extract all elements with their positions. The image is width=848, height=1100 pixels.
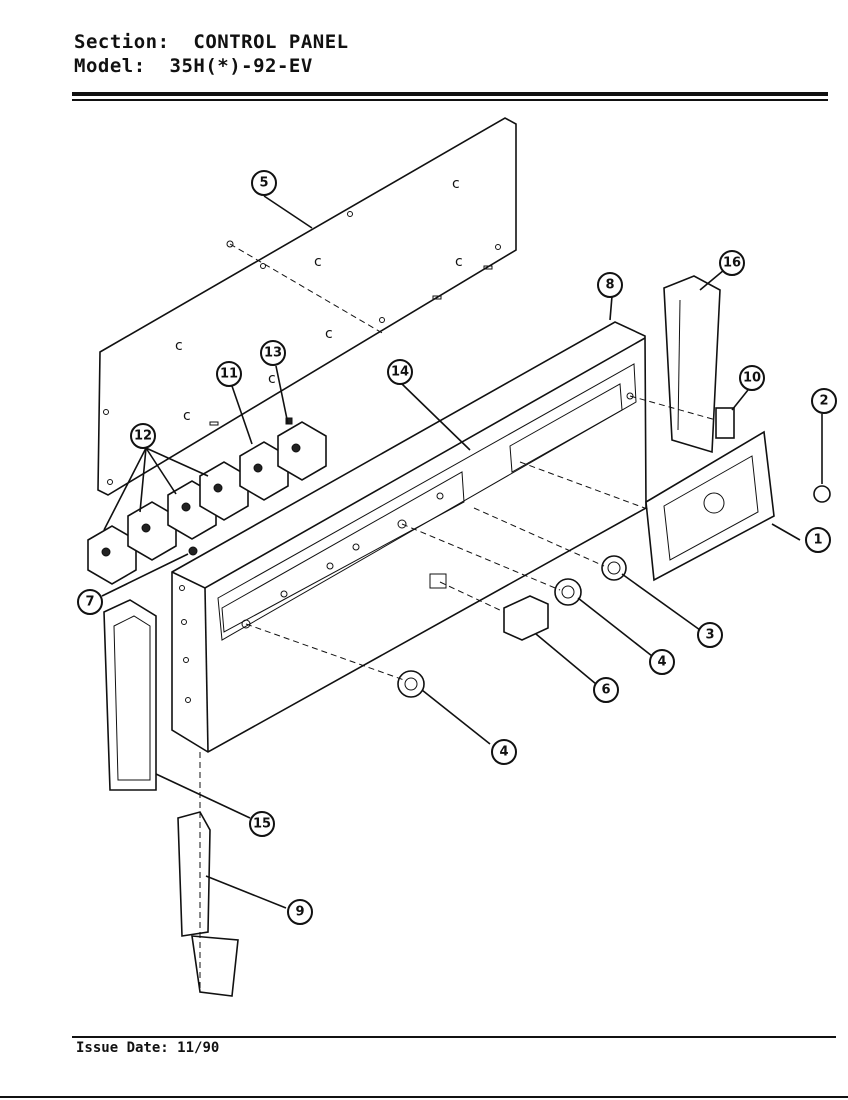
rocker-switch-small xyxy=(715,407,735,439)
screw xyxy=(813,414,831,503)
svg-text:1: 1 xyxy=(813,533,822,548)
svg-text:16: 16 xyxy=(723,256,741,271)
svg-text:c: c xyxy=(175,338,183,354)
model-label: Model: xyxy=(74,55,146,77)
svg-text:7: 7 xyxy=(85,595,94,610)
svg-text:4: 4 xyxy=(499,745,508,760)
callout-9: 9 xyxy=(287,899,313,925)
knobs xyxy=(397,555,627,698)
svg-text:c: c xyxy=(268,371,276,387)
svg-text:12: 12 xyxy=(134,429,152,444)
rotary-switches xyxy=(87,417,327,585)
model-line: Model: 35H(*)-92-EV xyxy=(74,54,349,78)
svg-text:c: c xyxy=(314,254,322,270)
callout-12: 12 xyxy=(130,423,156,449)
lower-bracket xyxy=(177,752,239,997)
callout-15: 15 xyxy=(249,811,275,837)
callout-10: 10 xyxy=(739,365,765,391)
left-end-cap xyxy=(103,599,157,791)
svg-text:11: 11 xyxy=(220,367,238,382)
svg-text:c: c xyxy=(325,326,333,342)
page-header: Section: CONTROL PANEL Model: 35H(*)-92-… xyxy=(74,30,349,78)
svg-text:c: c xyxy=(455,254,463,270)
callout-1: 1 xyxy=(805,527,831,553)
callout-13: 13 xyxy=(260,340,286,366)
issue-value: 11/90 xyxy=(177,1040,220,1056)
section-value: CONTROL PANEL xyxy=(193,31,349,53)
svg-text:8: 8 xyxy=(605,278,614,293)
header-rule-thin xyxy=(72,99,828,101)
section-line: Section: CONTROL PANEL xyxy=(74,30,349,54)
callout-3: 3 xyxy=(697,622,723,648)
svg-text:9: 9 xyxy=(295,905,304,920)
callout-4a: 4 xyxy=(649,649,675,675)
svg-text:3: 3 xyxy=(705,628,714,643)
rocker-switch xyxy=(503,595,549,641)
svg-text:13: 13 xyxy=(264,346,282,361)
model-value: 35H(*)-92-EV xyxy=(169,55,313,77)
section-label: Section: xyxy=(74,31,170,53)
issue-label: Issue Date: xyxy=(76,1040,169,1056)
issue-date: Issue Date: 11/90 xyxy=(76,1040,219,1056)
page-bottom-rule xyxy=(0,1096,848,1098)
callout-6: 6 xyxy=(593,677,619,703)
footer-rule xyxy=(72,1036,836,1038)
svg-text:2: 2 xyxy=(819,394,828,409)
svg-text:c: c xyxy=(452,176,460,192)
callout-8: 8 xyxy=(597,272,623,298)
svg-text:c: c xyxy=(183,408,191,424)
svg-text:5: 5 xyxy=(259,176,268,191)
callout-11: 11 xyxy=(216,361,242,387)
svg-text:6: 6 xyxy=(601,683,610,698)
header-rule-thick xyxy=(72,92,828,96)
svg-text:10: 10 xyxy=(743,371,761,386)
clock-frame xyxy=(645,430,775,582)
svg-text:14: 14 xyxy=(391,365,409,380)
callout-4b: 4 xyxy=(491,739,517,765)
callout-7: 7 xyxy=(77,589,103,615)
back-panel-plate: c c c c c c c xyxy=(97,117,517,496)
callout-14: 14 xyxy=(387,359,413,385)
callout-16: 16 xyxy=(719,250,745,276)
right-end-bracket xyxy=(663,275,721,454)
callout-5: 5 xyxy=(251,170,277,196)
svg-text:4: 4 xyxy=(657,655,666,670)
svg-text:15: 15 xyxy=(253,817,271,832)
callout-2: 2 xyxy=(811,388,837,414)
